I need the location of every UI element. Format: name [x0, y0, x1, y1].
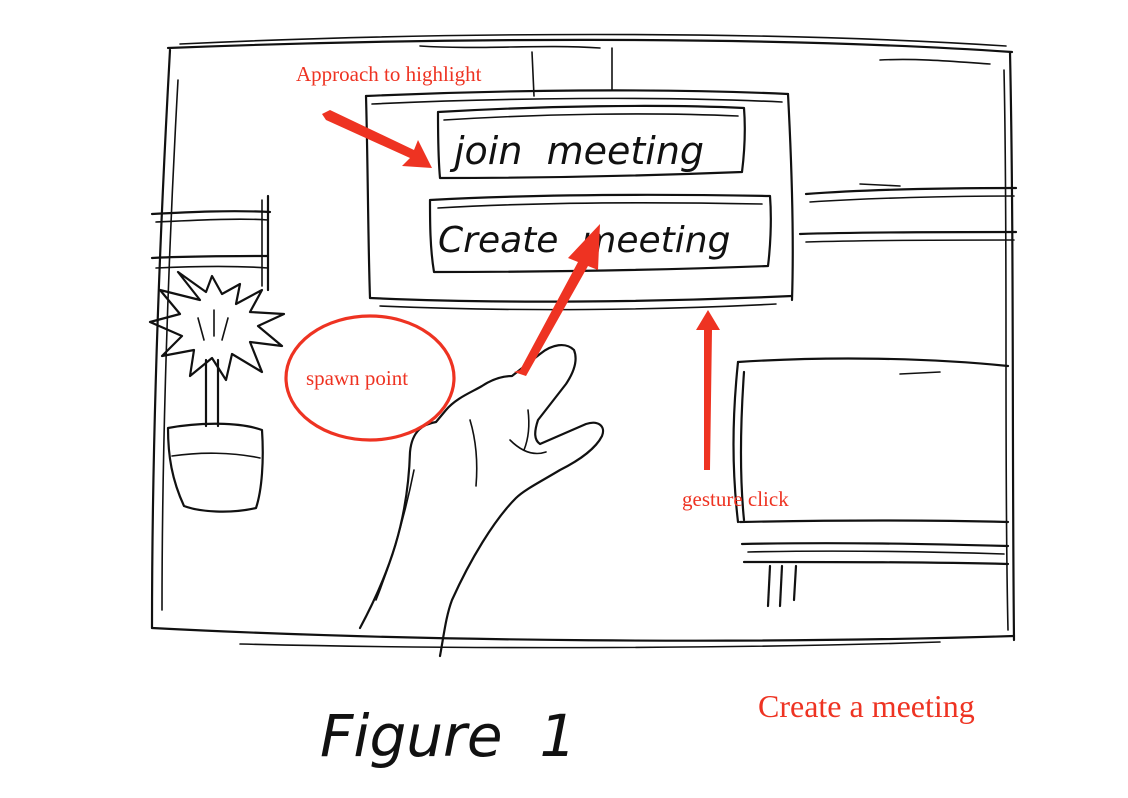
figure-label: Figure 1: [320, 702, 576, 770]
spawn-point-circle: [284, 314, 456, 442]
menu-panel: [364, 89, 794, 311]
caption-title: Create a meeting: [758, 688, 975, 724]
hand: [358, 344, 605, 658]
right-wall-lines: [798, 183, 1018, 243]
gesture-click-arrow: [696, 310, 720, 470]
approach-arrow: [322, 110, 432, 168]
couch: [732, 357, 1010, 608]
spawn-to-create-arrow: [514, 224, 600, 376]
create-meeting-button[interactable]: Create meeting: [428, 193, 772, 274]
join-meeting-label: join meeting: [449, 129, 704, 173]
shelf: [150, 194, 272, 292]
join-meeting-button[interactable]: join meeting: [436, 104, 746, 180]
approach-label: Approach to highlight: [296, 62, 482, 86]
gesture-click-label: gesture click: [682, 487, 789, 511]
spawn-point-label: spawn point: [306, 366, 408, 390]
potted-plant: [148, 270, 286, 513]
room-frame: [150, 33, 1016, 649]
